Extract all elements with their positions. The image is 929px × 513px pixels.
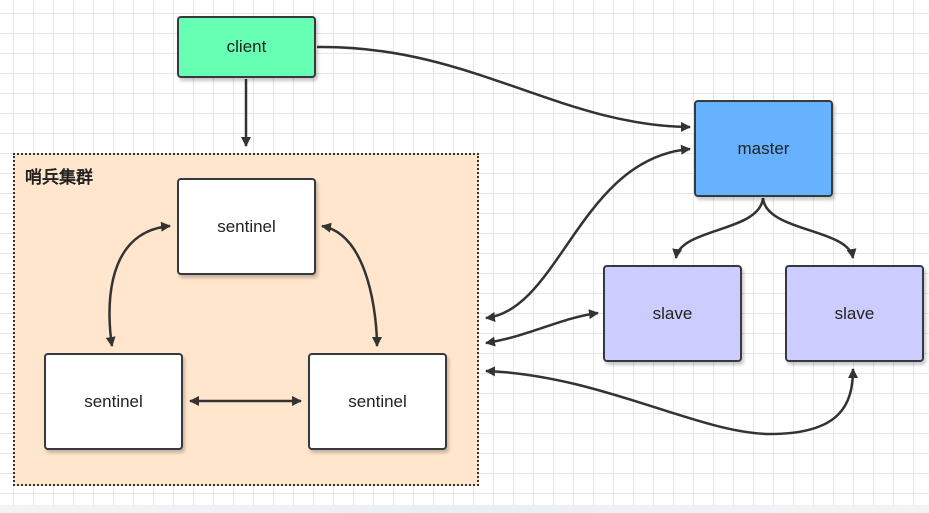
sentinel-node-left: sentinel (44, 353, 183, 450)
edge-client-to-master (316, 45, 691, 132)
client-label: client (226, 37, 267, 56)
master-label: master (737, 138, 790, 158)
edge-cluster-slave2 (485, 366, 858, 436)
sentinel-top-label: sentinel (217, 216, 276, 236)
edge-cluster-slave1 (485, 309, 599, 347)
edge-master-to-slave1 (672, 197, 765, 259)
edge-sentinel-top-left (105, 221, 171, 347)
master-node: master (694, 100, 833, 197)
slave-2-label: slave (834, 303, 875, 323)
slave-1-label: slave (652, 303, 693, 323)
sentinel-node-right: sentinel (308, 353, 447, 450)
edge-master-to-slave2 (761, 197, 857, 259)
slave-node-1: slave (603, 265, 742, 362)
client-node: client (177, 16, 316, 78)
bottom-strip (0, 505, 929, 513)
sentinel-right-label: sentinel (348, 391, 407, 411)
cluster-title: 哨兵集群 (25, 168, 93, 188)
edge-sentinel-top-right (321, 222, 382, 347)
edge-cluster-master (485, 144, 691, 322)
sentinel-left-label: sentinel (84, 391, 143, 411)
sentinel-node-top: sentinel (177, 178, 316, 275)
slave-node-2: slave (785, 265, 924, 362)
